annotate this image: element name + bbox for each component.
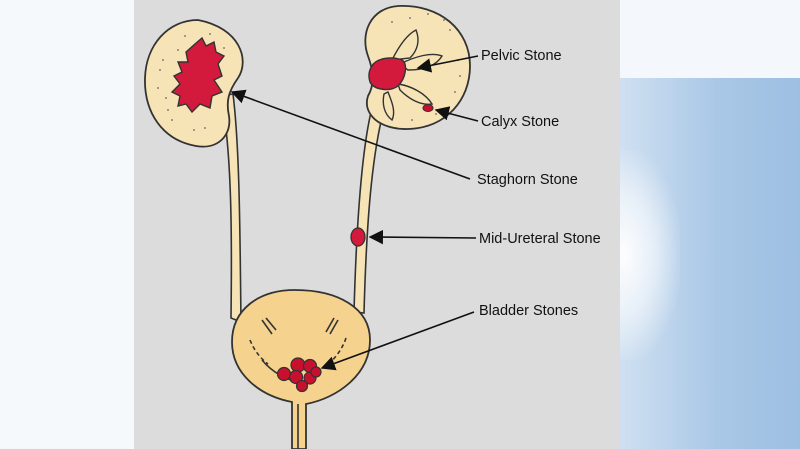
left-kidney xyxy=(144,19,244,148)
pelvic-stone-label: Pelvic Stone xyxy=(481,48,562,64)
mid-ureteral-stone xyxy=(350,227,366,247)
left-margin xyxy=(0,0,134,449)
calyx-stone-arrow xyxy=(434,106,479,122)
staghorn-stone-label: Staghorn Stone xyxy=(477,172,578,188)
right-top-background xyxy=(620,0,800,78)
right-ureter xyxy=(353,111,385,314)
staghorn-stone-arrow xyxy=(230,89,471,180)
bladder-stones-arrow xyxy=(320,311,475,371)
bladder-stones xyxy=(276,357,322,393)
bladder-stones-label: Bladder Stones xyxy=(479,303,578,319)
pelvic-stone xyxy=(368,57,407,91)
right-kidney xyxy=(364,5,471,130)
mid-ureteral-stone-label: Mid-Ureteral Stone xyxy=(479,231,601,247)
bladder xyxy=(231,289,371,449)
pelvic-stone-arrow xyxy=(416,55,479,73)
staghorn-stone xyxy=(170,36,226,114)
mid-ureteral-stone-arrow xyxy=(368,229,477,245)
calyx-stone-label: Calyx Stone xyxy=(481,114,559,130)
calyx-stone xyxy=(422,104,434,112)
